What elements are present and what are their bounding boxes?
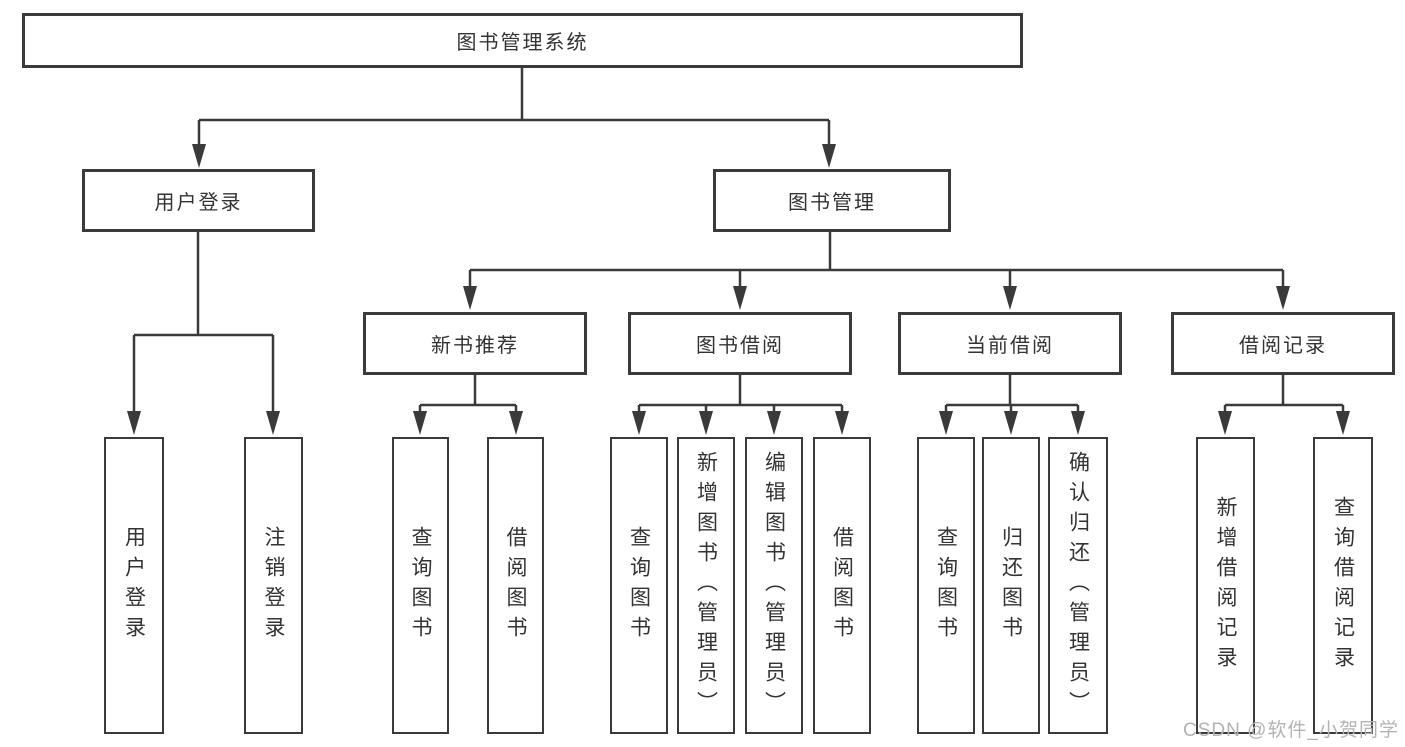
- leaf-recommend-borrow-books-label: 借阅图书: [504, 525, 527, 646]
- leaf-borrow-query-books-label: 查询图书: [627, 525, 651, 646]
- node-current-borrow: 当前借阅: [898, 312, 1122, 375]
- leaf-logout-label: 注销登录: [262, 525, 285, 646]
- node-user-login: 用户登录: [82, 169, 315, 232]
- node-current-borrow-label: 当前借阅: [966, 335, 1054, 357]
- node-book-management: 图书管理: [713, 169, 951, 232]
- leaf-add-books-admin: 新增图书（管理员）: [677, 437, 735, 734]
- node-root-label: 图书管理系统: [456, 32, 589, 54]
- leaf-confirm-return-admin-label: 确认归还（管理员）: [1066, 450, 1090, 721]
- node-borrow-records-label: 借阅记录: [1239, 335, 1327, 357]
- leaf-query-borrow-record-label: 查询借阅记录: [1331, 495, 1355, 676]
- node-new-book-recommend-label: 新书推荐: [431, 335, 519, 357]
- leaf-add-borrow-record-label: 新增借阅记录: [1214, 495, 1237, 676]
- leaf-confirm-return-admin: 确认归还（管理员）: [1048, 437, 1108, 734]
- node-borrow-records: 借阅记录: [1171, 312, 1395, 375]
- node-book-management-label: 图书管理: [788, 192, 876, 214]
- leaf-query-borrow-record: 查询借阅记录: [1313, 437, 1373, 734]
- leaf-recommend-query-books: 查询图书: [392, 437, 449, 734]
- leaf-borrow-query-books: 查询图书: [610, 437, 668, 734]
- leaf-recommend-query-books-label: 查询图书: [409, 525, 432, 646]
- leaf-add-borrow-record: 新增借阅记录: [1196, 437, 1255, 734]
- leaf-edit-books-admin: 编辑图书（管理员）: [745, 437, 803, 734]
- leaf-edit-books-admin-label: 编辑图书（管理员）: [762, 450, 786, 721]
- leaf-borrow-books-label: 借阅图书: [830, 525, 854, 646]
- leaf-user-login-label: 用户登录: [122, 525, 146, 646]
- leaf-current-query-books-label: 查询图书: [934, 525, 958, 646]
- node-user-login-label: 用户登录: [154, 192, 243, 214]
- leaf-user-login: 用户登录: [104, 437, 164, 734]
- leaf-current-query-books: 查询图书: [917, 437, 975, 734]
- leaf-add-books-admin-label: 新增图书（管理员）: [694, 450, 718, 721]
- leaf-return-books-label: 归还图书: [999, 525, 1023, 646]
- leaf-logout: 注销登录: [244, 437, 303, 734]
- node-book-borrow: 图书借阅: [628, 312, 852, 375]
- csdn-watermark: CSDN @软件_小贺同学: [1183, 720, 1399, 741]
- arrowhead-icons: [127, 144, 1350, 435]
- node-root: 图书管理系统: [22, 13, 1023, 68]
- node-book-borrow-label: 图书借阅: [696, 335, 784, 357]
- leaf-recommend-borrow-books: 借阅图书: [487, 437, 544, 734]
- leaf-borrow-books: 借阅图书: [813, 437, 871, 734]
- node-new-book-recommend: 新书推荐: [363, 312, 587, 375]
- leaf-return-books: 归还图书: [982, 437, 1040, 734]
